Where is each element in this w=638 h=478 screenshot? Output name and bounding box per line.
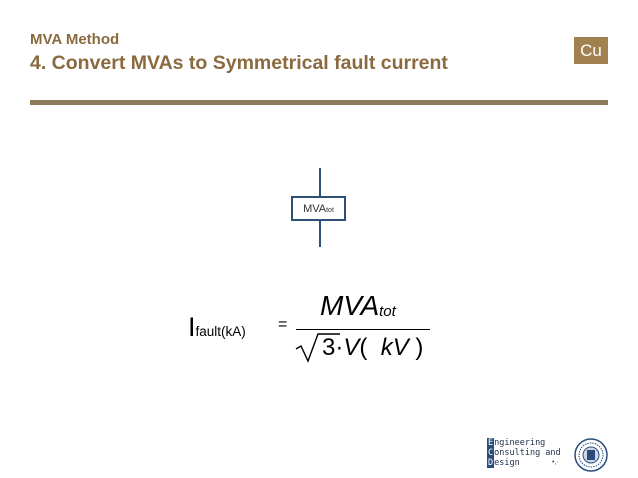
formula-denominator: 3·V( kV ) <box>322 334 423 362</box>
sqrt-sign-icon <box>295 333 340 363</box>
formula-numerator: MVAtot <box>320 290 396 322</box>
current-symbol: I <box>188 312 196 342</box>
mva-box-label: MVA <box>303 202 327 215</box>
cu-logo: Cu <box>574 37 608 64</box>
ecd-cap-c: C <box>487 448 495 458</box>
ecd-cap-e: E <box>487 438 495 448</box>
den-paren-open: ( <box>359 334 368 361</box>
den-var: V <box>343 334 360 361</box>
ecd-dots: •,· <box>552 459 559 466</box>
ecd-line2: onsulting and <box>494 448 561 458</box>
slide-title: 4. Convert MVAs to Symmetrical fault cur… <box>30 52 448 74</box>
ecd-line3: esign <box>494 458 520 468</box>
current-subscript: fault(kA) <box>195 324 246 339</box>
ecd-logo: Engineering Consulting and Design <box>487 438 567 468</box>
fraction-bar <box>296 329 430 330</box>
formula-lhs: Ifault(kA) <box>188 312 246 343</box>
slide-subtitle: MVA Method <box>30 31 120 48</box>
den-root: 3 <box>322 334 336 361</box>
den-unit: kV <box>380 334 409 361</box>
den-dot: · <box>335 334 344 361</box>
title-divider <box>30 100 608 105</box>
numerator-sub: tot <box>379 303 396 320</box>
mva-box-label-sub: tot <box>326 207 334 214</box>
seal-icon <box>574 438 608 472</box>
ecd-logo-text: Engineering Consulting and Design <box>487 438 561 468</box>
ecd-cap-d: D <box>487 458 495 468</box>
ecd-line1: ngineering <box>494 438 546 448</box>
den-paren-close: ) <box>415 334 424 361</box>
equals-sign: = <box>278 316 288 333</box>
numerator-main: MVA <box>320 290 380 321</box>
